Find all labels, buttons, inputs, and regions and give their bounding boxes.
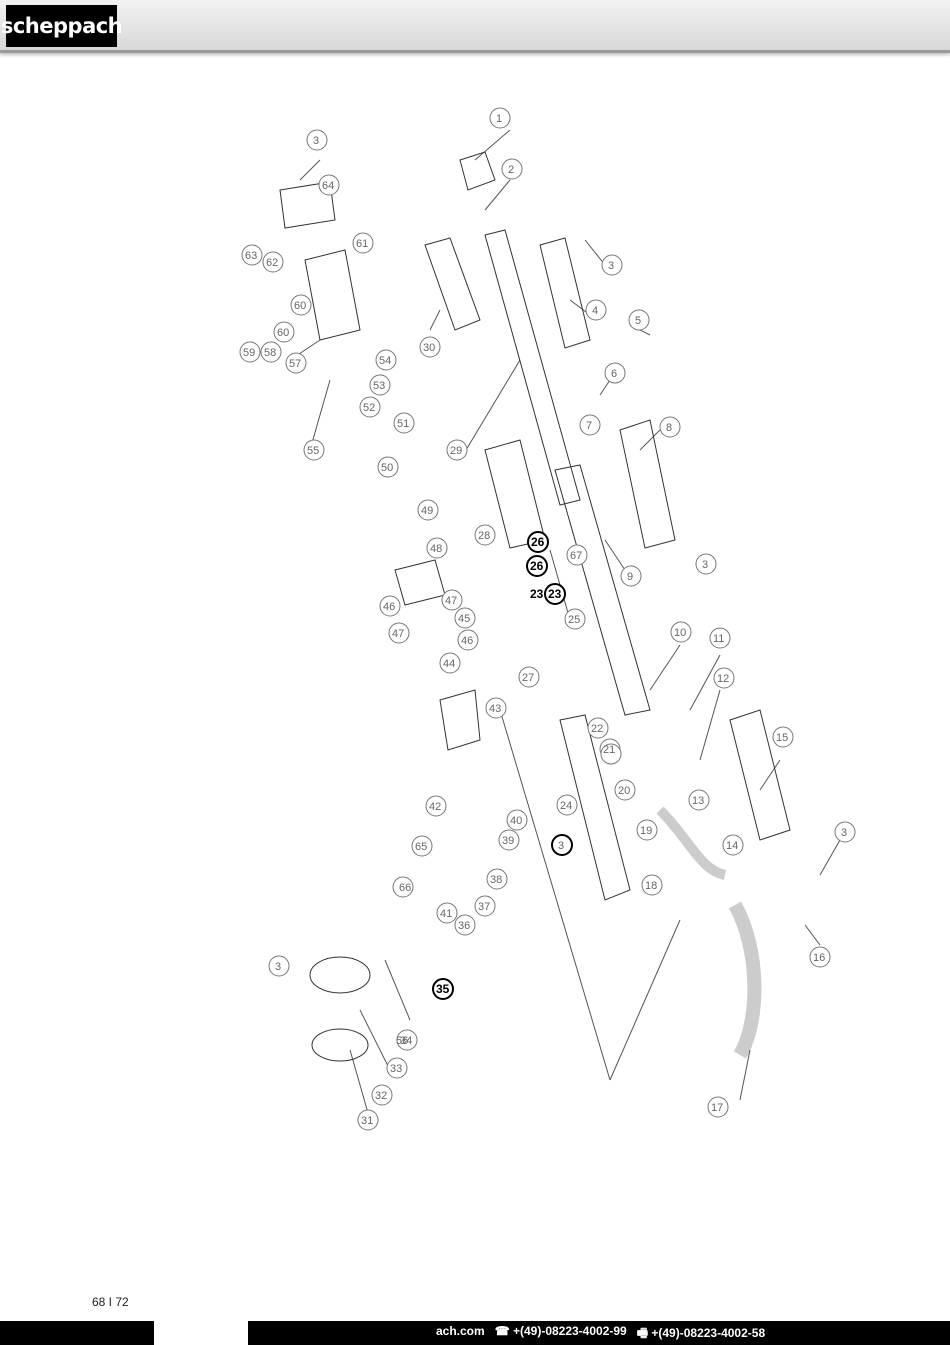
- part-number: 3: [313, 135, 319, 147]
- part-number: 65: [415, 841, 427, 853]
- exploded-parts-diagram: 1 2 3 3 3 3 3 3 4 5 6 7 8 9 10 11 12 13 …: [239, 107, 856, 1131]
- part-number: 40: [510, 815, 522, 827]
- part-number: 6: [611, 368, 617, 380]
- part-number: 35: [436, 982, 450, 996]
- part-number: 9: [627, 571, 633, 583]
- part-number: 59: [243, 347, 255, 359]
- part-number: 11: [713, 633, 724, 645]
- part-number: 34: [400, 1035, 412, 1047]
- part-number: 27: [522, 672, 534, 684]
- part-number: 51: [397, 418, 409, 430]
- part-number: 24: [560, 800, 572, 812]
- part-number: 67: [570, 550, 582, 562]
- part-number: 19: [640, 825, 652, 837]
- part-number: 3: [841, 827, 847, 839]
- part-number: 43: [489, 703, 501, 715]
- part-number: 60: [294, 300, 306, 312]
- part-number: 32: [375, 1090, 387, 1102]
- part-number: 38: [490, 874, 502, 886]
- part-number: 42: [429, 801, 441, 813]
- part-number: 13: [692, 795, 704, 807]
- part-number: 48: [430, 543, 442, 555]
- part-number: 55: [307, 445, 319, 457]
- part-number: 66: [399, 882, 411, 894]
- part-number: 30: [423, 342, 435, 354]
- part-number: 16: [813, 952, 825, 964]
- part-number: 46: [383, 601, 395, 613]
- footer-gap: [154, 1321, 248, 1345]
- part-number: 3: [558, 840, 564, 852]
- part-number: 17: [711, 1102, 723, 1114]
- part-number: 12: [717, 673, 729, 685]
- brand-logo: scheppach: [1, 5, 123, 47]
- footer-fax: 🖷 +(49)-08223-4002-58: [636, 1326, 766, 1340]
- part-number: 47: [392, 628, 404, 640]
- part-number: 47: [445, 595, 457, 607]
- part-number: 50: [381, 462, 393, 474]
- part-number: 5: [635, 315, 641, 327]
- part-number: 60: [277, 327, 289, 339]
- part-number: 1: [496, 113, 502, 125]
- part-number: 25: [568, 614, 580, 626]
- part-number: 15: [776, 732, 788, 744]
- part-number: 54: [379, 355, 391, 367]
- part-number: 39: [502, 835, 514, 847]
- part-number: 3: [608, 260, 614, 272]
- part-number: 22: [591, 723, 603, 735]
- part-number: 53: [373, 380, 385, 392]
- part-number: 8: [666, 422, 672, 434]
- footer-contact: ach.com ☎ +(49)-08223-4002-99 🖷 +(49)-08…: [436, 1324, 765, 1345]
- part-number: 49: [421, 505, 433, 517]
- part-number: 7: [586, 420, 592, 432]
- part-number: 28: [478, 530, 490, 542]
- part-number: 57: [289, 358, 301, 370]
- page-number: 68 I 72: [92, 1295, 129, 1309]
- part-number: 58: [264, 347, 276, 359]
- part-number: 4: [592, 305, 598, 317]
- part-number: 56: [396, 1035, 408, 1047]
- part-number: 20: [618, 785, 630, 797]
- part-number: 41: [440, 908, 452, 920]
- part-number: 23: [530, 587, 544, 601]
- part-number: 62: [266, 257, 278, 269]
- header-bar: scheppach: [0, 0, 950, 53]
- part-number: 61: [356, 238, 368, 250]
- part-number: 10: [674, 627, 686, 639]
- part-number: 18: [645, 880, 657, 892]
- part-number: 3: [702, 559, 708, 571]
- footer-phone: ☎ +(49)-08223-4002-99: [494, 1324, 627, 1338]
- part-number: 52: [363, 402, 375, 414]
- part-number: 36: [458, 920, 470, 932]
- part-number: 37: [478, 901, 490, 913]
- part-number: 14: [726, 840, 738, 852]
- part-number: 33: [390, 1063, 402, 1075]
- part-number: 29: [450, 445, 462, 457]
- part-number: 63: [245, 250, 257, 262]
- part-number: 44: [443, 658, 455, 670]
- part-number: 21: [603, 744, 615, 756]
- part-number: 26: [531, 535, 545, 549]
- footer-web-link[interactable]: ach.com: [436, 1324, 485, 1338]
- part-number: 2: [508, 164, 514, 176]
- part-number: 23: [548, 587, 562, 601]
- part-number: 26: [530, 559, 544, 573]
- part-number: 45: [458, 613, 470, 625]
- part-number: 31: [361, 1115, 373, 1127]
- part-number: 3: [275, 961, 281, 973]
- part-number: 46: [461, 635, 473, 647]
- part-number: 64: [322, 180, 334, 192]
